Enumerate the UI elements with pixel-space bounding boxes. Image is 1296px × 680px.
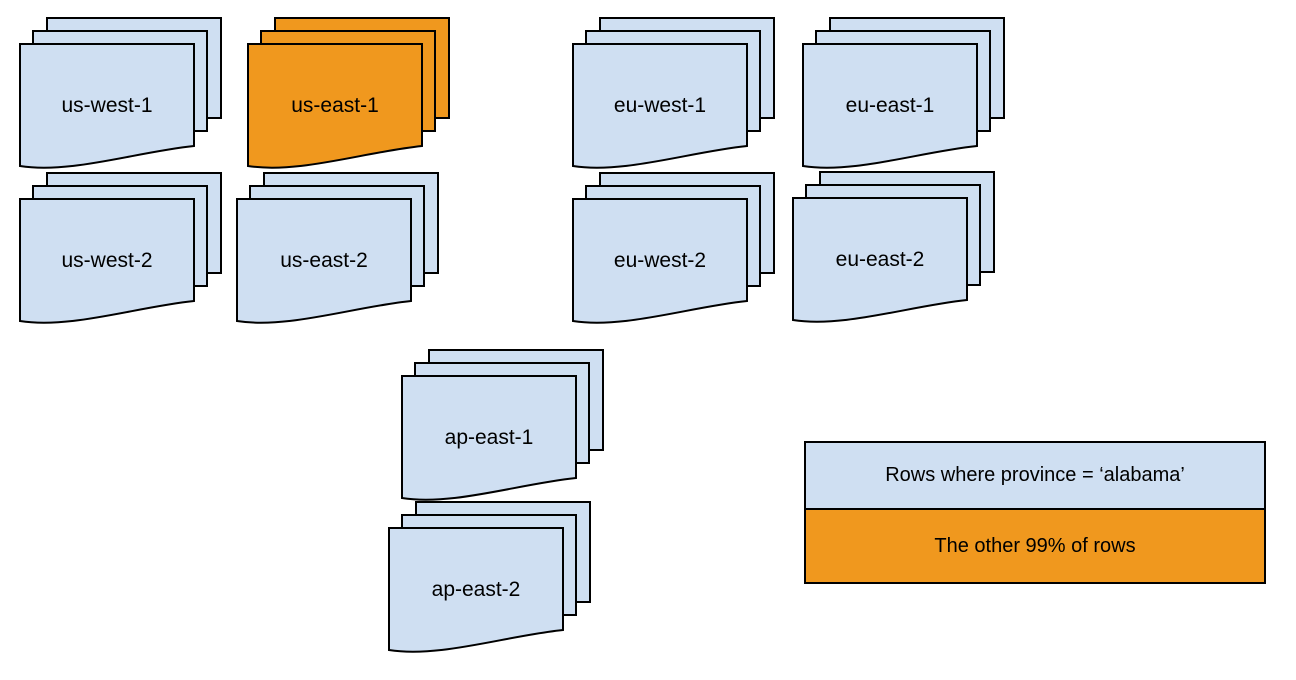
region-stack-eu-west-1: eu-west-1 [572, 17, 776, 173]
document-stack-icon [19, 172, 223, 328]
document-stack-icon [247, 17, 451, 173]
document-stack-icon [401, 349, 605, 505]
document-stack-icon [802, 17, 1006, 173]
document-stack-icon [236, 172, 440, 328]
region-stack-ap-east-2: ap-east-2 [388, 501, 592, 657]
region-stack-eu-west-2: eu-west-2 [572, 172, 776, 328]
region-stack-eu-east-2: eu-east-2 [792, 171, 996, 327]
region-stack-eu-east-1: eu-east-1 [802, 17, 1006, 173]
region-stack-us-east-2: us-east-2 [236, 172, 440, 328]
region-stack-us-west-2: us-west-2 [19, 172, 223, 328]
legend-row-label: The other 99% of rows [934, 534, 1136, 557]
document-stack-icon [388, 501, 592, 657]
document-stack-icon [792, 171, 996, 327]
document-stack-icon [572, 172, 776, 328]
document-stack-icon [19, 17, 223, 173]
legend-row-alabama: Rows where province = ‘alabama’ [806, 443, 1264, 510]
region-stack-ap-east-1: ap-east-1 [401, 349, 605, 505]
region-stack-us-west-1: us-west-1 [19, 17, 223, 173]
legend-row-label: Rows where province = ‘alabama’ [885, 464, 1185, 486]
legend: Rows where province = ‘alabama’ The othe… [804, 441, 1266, 584]
document-stack-icon [572, 17, 776, 173]
region-stack-us-east-1: us-east-1 [247, 17, 451, 173]
legend-row-other-rows: The other 99% of rows [806, 510, 1264, 582]
